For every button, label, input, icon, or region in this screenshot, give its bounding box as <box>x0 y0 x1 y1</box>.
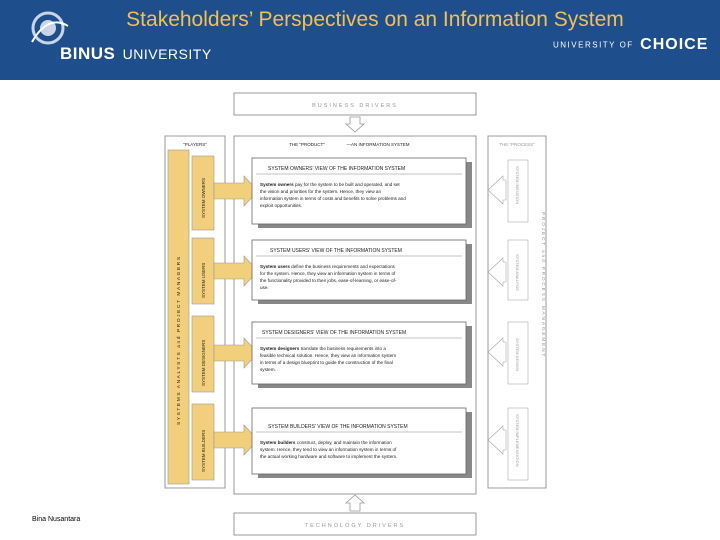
view-desc-line4: system. <box>260 367 276 372</box>
view-desc-line1: System owners pay for the system to be b… <box>260 182 400 187</box>
process-tab <box>507 239 529 301</box>
view-desc-rest: define the business requirements and exp… <box>290 264 396 269</box>
process-tab-label: SYSTEM IMPLEMENTATION <box>515 414 520 467</box>
view-desc-lead: System builders <box>260 440 296 445</box>
university-logo-text: BINUS UNIVERSITY <box>60 44 212 64</box>
view-title: SYSTEM BUILDERS' VIEW OF THE INFORMATION… <box>268 424 408 430</box>
process-arrow-icon <box>487 425 507 455</box>
process-tab-label: SYSTEM INITIATION <box>515 166 520 204</box>
technology-drivers-box <box>233 512 477 536</box>
technology-drivers-label: TECHNOLOGY DRIVERS <box>305 523 405 529</box>
view-system-users: SYSTEM USERS SYSTEM USERS' VIEW OF THE I… <box>191 237 529 305</box>
header-bar <box>0 0 720 80</box>
view-desc-line2: for the system. Hence, they view an info… <box>260 271 396 276</box>
view-system-designers: SYSTEM DESIGNERS SYSTEM DESIGNERS' VIEW … <box>191 315 529 393</box>
role-arrow-icon <box>213 175 259 207</box>
logo-choice: CHOICE <box>640 36 709 53</box>
view-desc-rest: construct, deploy, and maintain the info… <box>296 440 393 445</box>
view-desc-line2: feasible technical solution. Hence, they… <box>260 353 396 358</box>
view-box <box>251 407 467 475</box>
process-tab <box>507 159 529 223</box>
view-box <box>251 321 467 385</box>
logo-prefix: UNIVERSITY OF <box>553 40 634 50</box>
view-desc-line3: in terms of a design blueprint to guide … <box>260 360 393 365</box>
role-arrow-icon <box>213 255 259 287</box>
role-tab-label: SYSTEM DESIGNERS <box>201 340 206 386</box>
product-header-b: —AN INFORMATION SYSTEM <box>347 142 410 147</box>
view-desc-line1: System designers translate the business … <box>260 346 386 351</box>
view-desc-line4: use. <box>260 285 269 290</box>
view-desc-line1: System builders construct, deploy, and m… <box>260 440 392 445</box>
view-box <box>251 157 467 225</box>
view-system-owners: SYSTEM OWNERS SYSTEM OWNERS' VIEW OF THE… <box>191 155 529 231</box>
process-tab <box>507 321 529 385</box>
view-title: SYSTEM OWNERS' VIEW OF THE INFORMATION S… <box>268 166 405 172</box>
view-desc-line1: System users define the business require… <box>260 264 396 269</box>
players-side-label: SYSTEMS ANALYSTS and PROJECT MANAGERS <box>176 255 182 425</box>
footer-credit: Bina Nusantara <box>32 516 81 523</box>
business-arrow-icon <box>344 116 366 133</box>
process-header: THE "PROCESS" <box>499 142 535 147</box>
business-drivers-box <box>233 92 477 116</box>
view-desc-line3: information system in terms of costs and… <box>260 196 406 201</box>
view-desc-rest: pay for the system to be built and opera… <box>294 182 401 187</box>
process-arrow-icon <box>487 257 507 287</box>
view-title: SYSTEM USERS' VIEW OF THE INFORMATION SY… <box>270 248 402 254</box>
technology-arrow-icon <box>344 494 366 512</box>
view-desc-line2: the vision and priorities for the system… <box>260 189 381 194</box>
role-tab-label: SYSTEM USERS <box>201 263 206 298</box>
university-name: BINUS <box>60 44 116 63</box>
process-tab-label: SYSTEM ANALYSIS <box>515 254 520 291</box>
view-desc-line2: system. Hence, they tend to view an info… <box>260 447 397 452</box>
role-tab-label: SYSTEM BUILDERS <box>201 430 206 472</box>
role-arrow-icon <box>213 337 259 369</box>
business-drivers-label: BUSINESS DRIVERS <box>312 103 398 109</box>
process-tab <box>507 407 529 481</box>
view-desc-lead: System designers <box>260 346 300 351</box>
view-system-builders: SYSTEM BUILDERS SYSTEM BUILDERS' VIEW OF… <box>191 403 529 481</box>
product-header-a: THE "PRODUCT" <box>289 142 325 147</box>
players-header: "PLAYERS" <box>183 142 207 147</box>
role-arrow-icon <box>213 424 259 456</box>
process-arrow-icon <box>487 175 507 205</box>
slide-title: Stakeholders’ Perspectives on an Informa… <box>126 8 624 31</box>
players-analyst-bar <box>167 149 190 485</box>
university-of-choice-logo: UNIVERSITY OF CHOICE <box>553 36 708 54</box>
view-desc-rest: translate the business requirements into… <box>299 346 386 351</box>
view-desc-lead: System owners <box>260 182 294 187</box>
view-desc-line4: exploit opportunities. <box>260 203 302 208</box>
process-arrow-icon <box>487 337 507 367</box>
process-side-label: PROJECT and PROCESS MANAGEMENT <box>540 212 546 358</box>
role-tab-label: SYSTEM OWNERS <box>201 178 206 218</box>
university-word: UNIVERSITY <box>122 46 212 62</box>
view-box <box>251 239 467 301</box>
view-title: SYSTEM DESIGNERS' VIEW OF THE INFORMATIO… <box>262 330 406 336</box>
process-tab-label: SYSTEM DESIGN <box>515 338 520 371</box>
view-desc-line3: the actual working hardware and software… <box>260 454 397 459</box>
view-desc-lead: System users <box>260 264 290 269</box>
binus-logo-icon <box>31 11 69 45</box>
view-desc-line3: the functionality provided to their jobs… <box>260 278 397 283</box>
